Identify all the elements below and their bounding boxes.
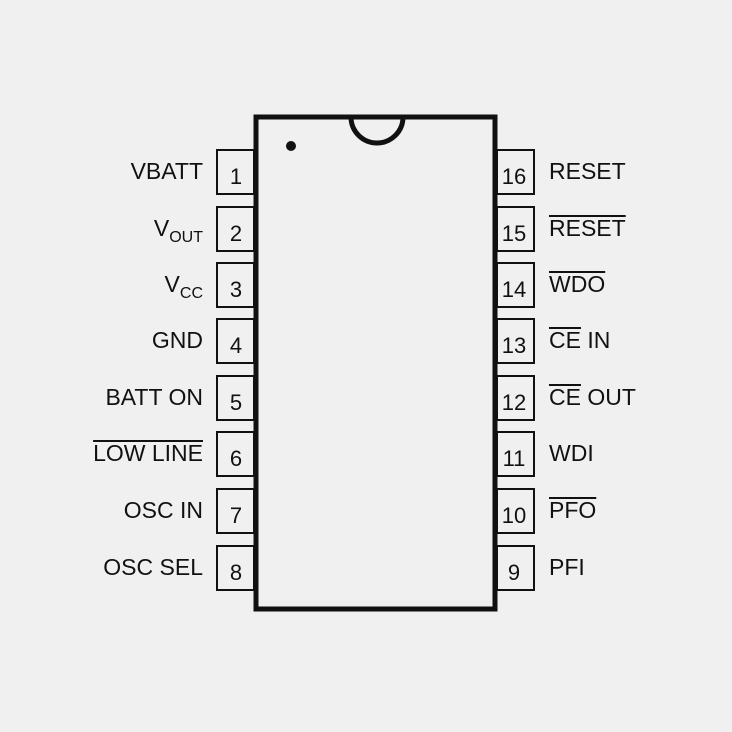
pin-label-main: V bbox=[165, 271, 181, 297]
pin-label: PFO bbox=[549, 497, 596, 523]
pin-label-main: RESET bbox=[549, 215, 626, 241]
pin-label: WDI bbox=[549, 440, 594, 466]
pin-number: 8 bbox=[230, 560, 242, 585]
pin-box bbox=[496, 318, 535, 364]
pin-number: 16 bbox=[502, 164, 526, 189]
pin-number: 11 bbox=[503, 446, 526, 471]
pin-label-main: GND bbox=[152, 327, 203, 353]
pin-label: VCC bbox=[165, 271, 203, 302]
pin-number: 10 bbox=[502, 503, 526, 528]
pin-11: 11 WDI bbox=[496, 431, 594, 477]
pin-number: 6 bbox=[230, 446, 242, 471]
pin-box bbox=[496, 206, 535, 252]
pin-16: 16 RESET bbox=[496, 149, 626, 195]
pin-label-suffix: OUT bbox=[581, 384, 636, 410]
pin-number: 13 bbox=[502, 333, 526, 358]
pin-box bbox=[496, 375, 535, 421]
pin-label-main: PFO bbox=[549, 497, 596, 523]
pin-number: 7 bbox=[230, 503, 242, 528]
pin-number: 3 bbox=[230, 277, 242, 302]
pin-box bbox=[216, 149, 255, 195]
pin-label-main: LOW LINE bbox=[93, 440, 203, 466]
pin-label: RESET bbox=[549, 158, 626, 184]
pin-box bbox=[216, 262, 255, 308]
pin-box bbox=[496, 545, 535, 591]
pin-label: VOUT bbox=[154, 215, 203, 246]
pin-label-main: V bbox=[154, 215, 170, 241]
pin-2: 2 VOUT bbox=[154, 206, 255, 252]
pin-label-main: VBATT bbox=[131, 158, 203, 184]
pin-number: 9 bbox=[508, 560, 520, 585]
pin-label: OSC IN bbox=[124, 497, 203, 523]
pin-10: 10 PFO bbox=[496, 488, 597, 534]
pin-box bbox=[216, 206, 255, 252]
pin-label: VBATT bbox=[131, 158, 203, 184]
pin-8: 8 OSC SEL bbox=[103, 545, 255, 591]
pin-number: 1 bbox=[230, 164, 242, 189]
pin-15: 15 RESET bbox=[496, 206, 626, 252]
pin-label-main: WDO bbox=[549, 271, 605, 297]
pin-label-suffix: IN bbox=[581, 327, 610, 353]
ic-package bbox=[253, 114, 498, 612]
pin-label: CE OUT bbox=[549, 384, 636, 410]
pin-3: 3 VCC bbox=[165, 262, 255, 308]
pin-number: 12 bbox=[502, 390, 526, 415]
pin-label: OSC SEL bbox=[103, 554, 203, 580]
ic-body bbox=[253, 114, 498, 612]
pin1-dot bbox=[286, 141, 296, 151]
pin-5: 5 BATT ON bbox=[105, 375, 255, 421]
pin-7: 7 OSC IN bbox=[124, 488, 255, 534]
pin-12: 12 CE OUT bbox=[496, 375, 636, 421]
pin-label: GND bbox=[152, 327, 203, 353]
pin-box bbox=[216, 545, 255, 591]
pin-box bbox=[496, 488, 535, 534]
pin-9: 9 PFI bbox=[496, 545, 585, 591]
pin-1: 1 VBATT bbox=[131, 149, 255, 195]
pin-label-main: CE bbox=[549, 384, 581, 410]
pin-label: BATT ON bbox=[105, 384, 203, 410]
pin-label: CE IN bbox=[549, 327, 610, 353]
pin-box bbox=[216, 318, 255, 364]
pin-6: 6 LOW LINE bbox=[93, 431, 255, 477]
pin-number: 15 bbox=[502, 221, 526, 246]
pin-label-main: CE bbox=[549, 327, 581, 353]
pin1-notch bbox=[348, 116, 406, 146]
pin-box bbox=[216, 375, 255, 421]
pin-label: WDO bbox=[549, 271, 605, 297]
pin-label: PFI bbox=[549, 554, 585, 580]
pin-number: 5 bbox=[230, 390, 242, 415]
pin-number: 4 bbox=[230, 333, 242, 358]
pin-label-main: PFI bbox=[549, 554, 585, 580]
pin-box bbox=[496, 149, 535, 195]
pin-box bbox=[216, 488, 255, 534]
pin-label-main: BATT ON bbox=[105, 384, 203, 410]
pin-label-main: OSC SEL bbox=[103, 554, 203, 580]
pin-number: 14 bbox=[502, 277, 526, 302]
pin-box bbox=[216, 431, 255, 477]
pin-13: 13 CE IN bbox=[496, 318, 610, 364]
pin-4: 4 GND bbox=[152, 318, 255, 364]
pin-label-subscript: OUT bbox=[169, 229, 203, 246]
pin-label-main: OSC IN bbox=[124, 497, 203, 523]
pin-label-main: WDI bbox=[549, 440, 594, 466]
pin-label: LOW LINE bbox=[93, 440, 203, 466]
pin-label: RESET bbox=[549, 215, 626, 241]
pin-number: 2 bbox=[230, 221, 242, 246]
pin-label-subscript: CC bbox=[180, 285, 203, 302]
pin-box bbox=[496, 262, 535, 308]
pin-label-main: RESET bbox=[549, 158, 626, 184]
pin-box bbox=[496, 431, 535, 477]
pin-14: 14 WDO bbox=[496, 262, 606, 308]
